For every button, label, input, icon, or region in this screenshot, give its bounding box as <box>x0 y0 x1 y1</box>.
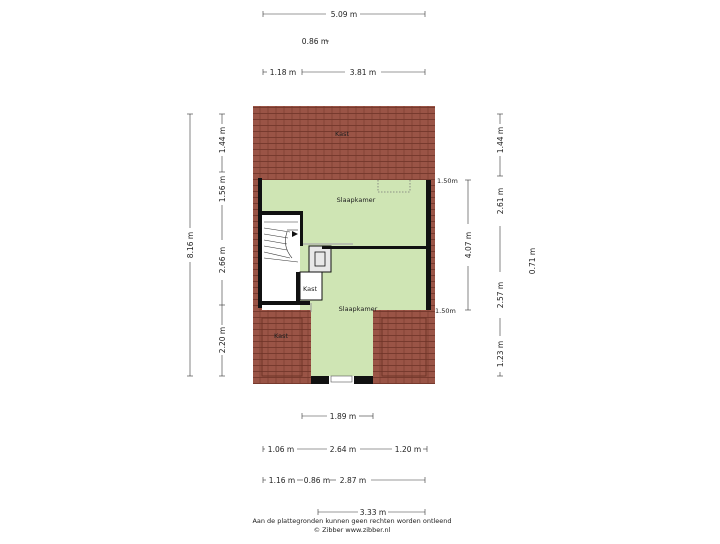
stair-treads <box>263 221 299 263</box>
dim-right-257: 2.57 m <box>496 282 505 308</box>
roof-bottom-right <box>373 310 435 384</box>
roof-bottom-left-inner <box>261 317 303 377</box>
footer-disclaimer: Aan de plattegronden kunnen geen rechten… <box>252 517 451 525</box>
dim-bottom-086: 0.86 m <box>304 476 330 485</box>
room-kast-mid: Kast <box>303 285 318 293</box>
dim-right-071: 0.71 m <box>528 248 537 274</box>
footer-copyright: © Zibber www.zibber.nl <box>314 526 391 534</box>
dim-top-381: 3.81 m <box>350 68 376 77</box>
stairwell <box>262 215 300 303</box>
stair-arrow-icon <box>292 231 298 237</box>
dim-bottom-264: 2.64 m <box>330 445 356 454</box>
dim-top-118: 1.18 m <box>270 68 296 77</box>
height-note-top: 1.50m <box>437 177 458 185</box>
dim-left-144: 1.44 m <box>218 127 227 153</box>
dim-right-144: 1.44 m <box>496 127 505 153</box>
dim-left-220: 2.20 m <box>218 327 227 353</box>
dim-left-266: 2.66 m <box>218 247 227 273</box>
dimension-lines <box>187 11 503 515</box>
dim-top-total: 5.09 m <box>331 10 357 19</box>
window-bottom <box>330 375 353 383</box>
walls <box>258 178 431 384</box>
dim-top-086: 0.86 m <box>302 37 328 46</box>
roof-bottom-left <box>253 310 311 384</box>
dim-right-407: 4.07 m <box>464 232 473 258</box>
floor-slaapkamer-bottom-ext <box>311 310 373 376</box>
dim-bottom-120: 1.20 m <box>395 445 421 454</box>
height-note-bottom: 1.50m <box>435 307 456 315</box>
dim-bottom-189: 1.89 m <box>330 412 356 421</box>
shaft-box <box>308 245 332 273</box>
dim-bottom-116: 1.16 m <box>269 476 295 485</box>
dim-right-123: 1.23 m <box>496 341 505 367</box>
dormer-outline <box>377 180 411 193</box>
dim-bottom-287: 2.87 m <box>340 476 366 485</box>
dim-right-261: 2.61 m <box>496 188 505 214</box>
roof-left-strip <box>253 106 262 384</box>
roof-top <box>253 106 435 180</box>
shaft-inner <box>314 251 326 267</box>
room-slaapkamer-top: Slaapkamer <box>337 196 376 204</box>
dim-bottom-106: 1.06 m <box>268 445 294 454</box>
room-slaapkamer-bottom: Slaapkamer <box>339 305 378 313</box>
dim-bottom-333: 3.33 m <box>360 508 386 517</box>
room-kast-top: Kast <box>335 130 350 138</box>
room-kast-bottom-left: Kast <box>274 332 289 340</box>
dim-left-total: 8.16 m <box>186 232 195 258</box>
dim-left-156: 1.56 m <box>218 176 227 202</box>
roof-bottom-right-inner <box>381 317 427 377</box>
